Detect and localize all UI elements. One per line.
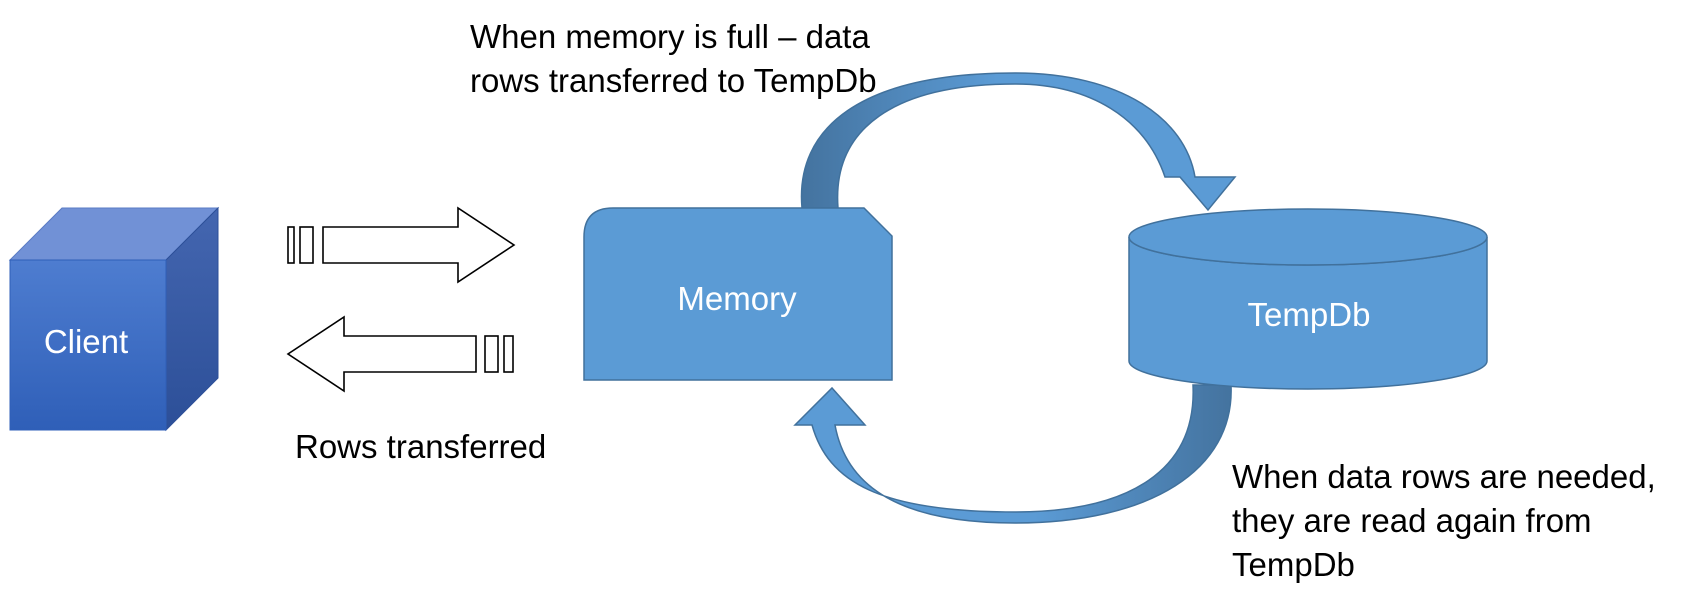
spill-caption: When memory is full – data rows transfer… [470, 15, 877, 103]
client-label: Client [43, 323, 129, 360]
tempdb-cylinder-top [1128, 208, 1488, 266]
read-back-caption-line-2: they are read again from [1232, 502, 1592, 539]
arrow-to-client-body [286, 315, 477, 393]
spill-caption-line-2: rows transferred to TempDb [470, 62, 877, 99]
arrow-to-memory-stripe-1 [287, 226, 295, 264]
tempdb-cylinder [1128, 208, 1488, 390]
memory-box [583, 207, 893, 381]
tempdb-label: TempDb [1247, 296, 1371, 333]
client-cube-front [9, 259, 167, 431]
spill-caption-line-1: When memory is full – data [470, 18, 870, 55]
read-back-caption-line-1: When data rows are needed, [1232, 458, 1656, 495]
arrow-to-client [286, 315, 514, 393]
arrow-to-memory-body [322, 206, 516, 284]
read-back-curved-arrow [793, 384, 1232, 524]
spill-curved-arrow [800, 72, 1237, 212]
memory-label: Memory [677, 280, 797, 317]
arrow-to-client-stripe-1 [484, 335, 499, 373]
rows-transferred-caption: Rows transferred [295, 428, 547, 465]
arrow-to-client-stripe-2 [503, 335, 514, 373]
arrow-to-memory [287, 206, 516, 284]
read-back-caption-line-3: TempDb [1232, 546, 1355, 583]
arrow-to-memory-stripe-2 [299, 226, 314, 264]
read-back-caption: When data rows are needed, they are read… [1232, 455, 1656, 587]
client-cube [8, 206, 220, 432]
